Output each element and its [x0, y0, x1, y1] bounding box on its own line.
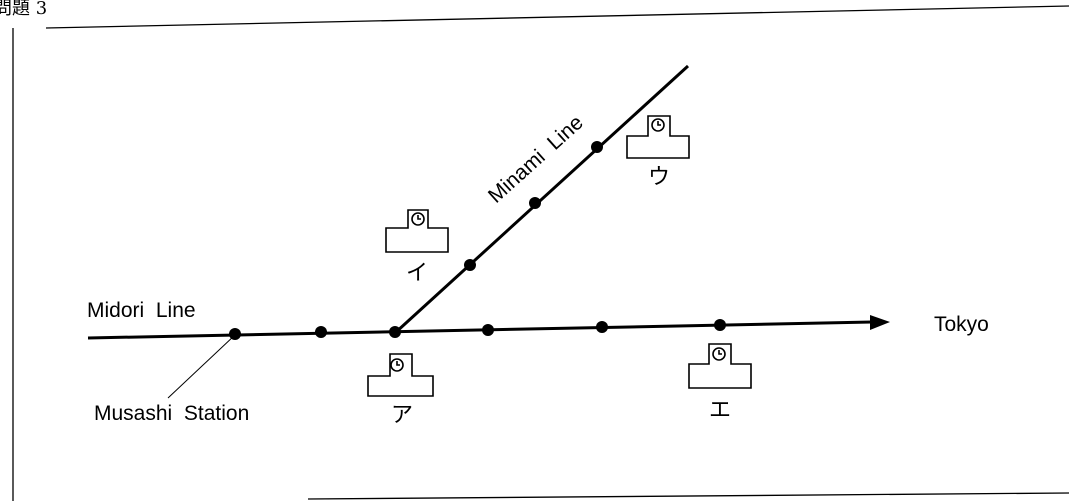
station-dot — [464, 259, 476, 271]
midori-line — [87, 320, 873, 340]
tokyo-arrow-head — [870, 315, 890, 330]
candidate-i-label: イ — [406, 261, 428, 286]
candidate-a: ア — [367, 353, 434, 428]
junction-station-dot — [389, 326, 401, 338]
station-dot — [529, 197, 541, 209]
candidate-u-label: ウ — [648, 165, 670, 190]
musashi-pointer-line — [167, 334, 236, 399]
tokyo-label: Tokyo — [934, 313, 989, 336]
clock-building-icon — [688, 343, 752, 389]
minami-line — [393, 64, 690, 335]
frame — [12, 5, 1069, 501]
station-dot — [315, 326, 327, 338]
station-dot — [596, 321, 608, 333]
clock-building-icon — [367, 353, 434, 397]
question-title: 問題 3 — [0, 0, 47, 19]
station-dot — [714, 319, 726, 331]
candidate-e: エ — [688, 343, 752, 423]
midori-line-label: Midori Line — [87, 299, 196, 322]
candidate-u: ウ — [626, 115, 690, 190]
station-dot — [591, 141, 603, 153]
musashi-station-dot — [229, 328, 241, 340]
candidate-e-label: エ — [709, 398, 731, 423]
clock-building-icon — [385, 209, 449, 253]
clock-building-icon — [626, 115, 690, 159]
station-dot — [482, 324, 494, 336]
musashi-station-label: Musashi Station — [94, 402, 249, 425]
candidate-a-label: ア — [391, 403, 413, 428]
minami-line-label: Minami Line — [484, 111, 588, 208]
candidate-i: イ — [385, 209, 449, 286]
